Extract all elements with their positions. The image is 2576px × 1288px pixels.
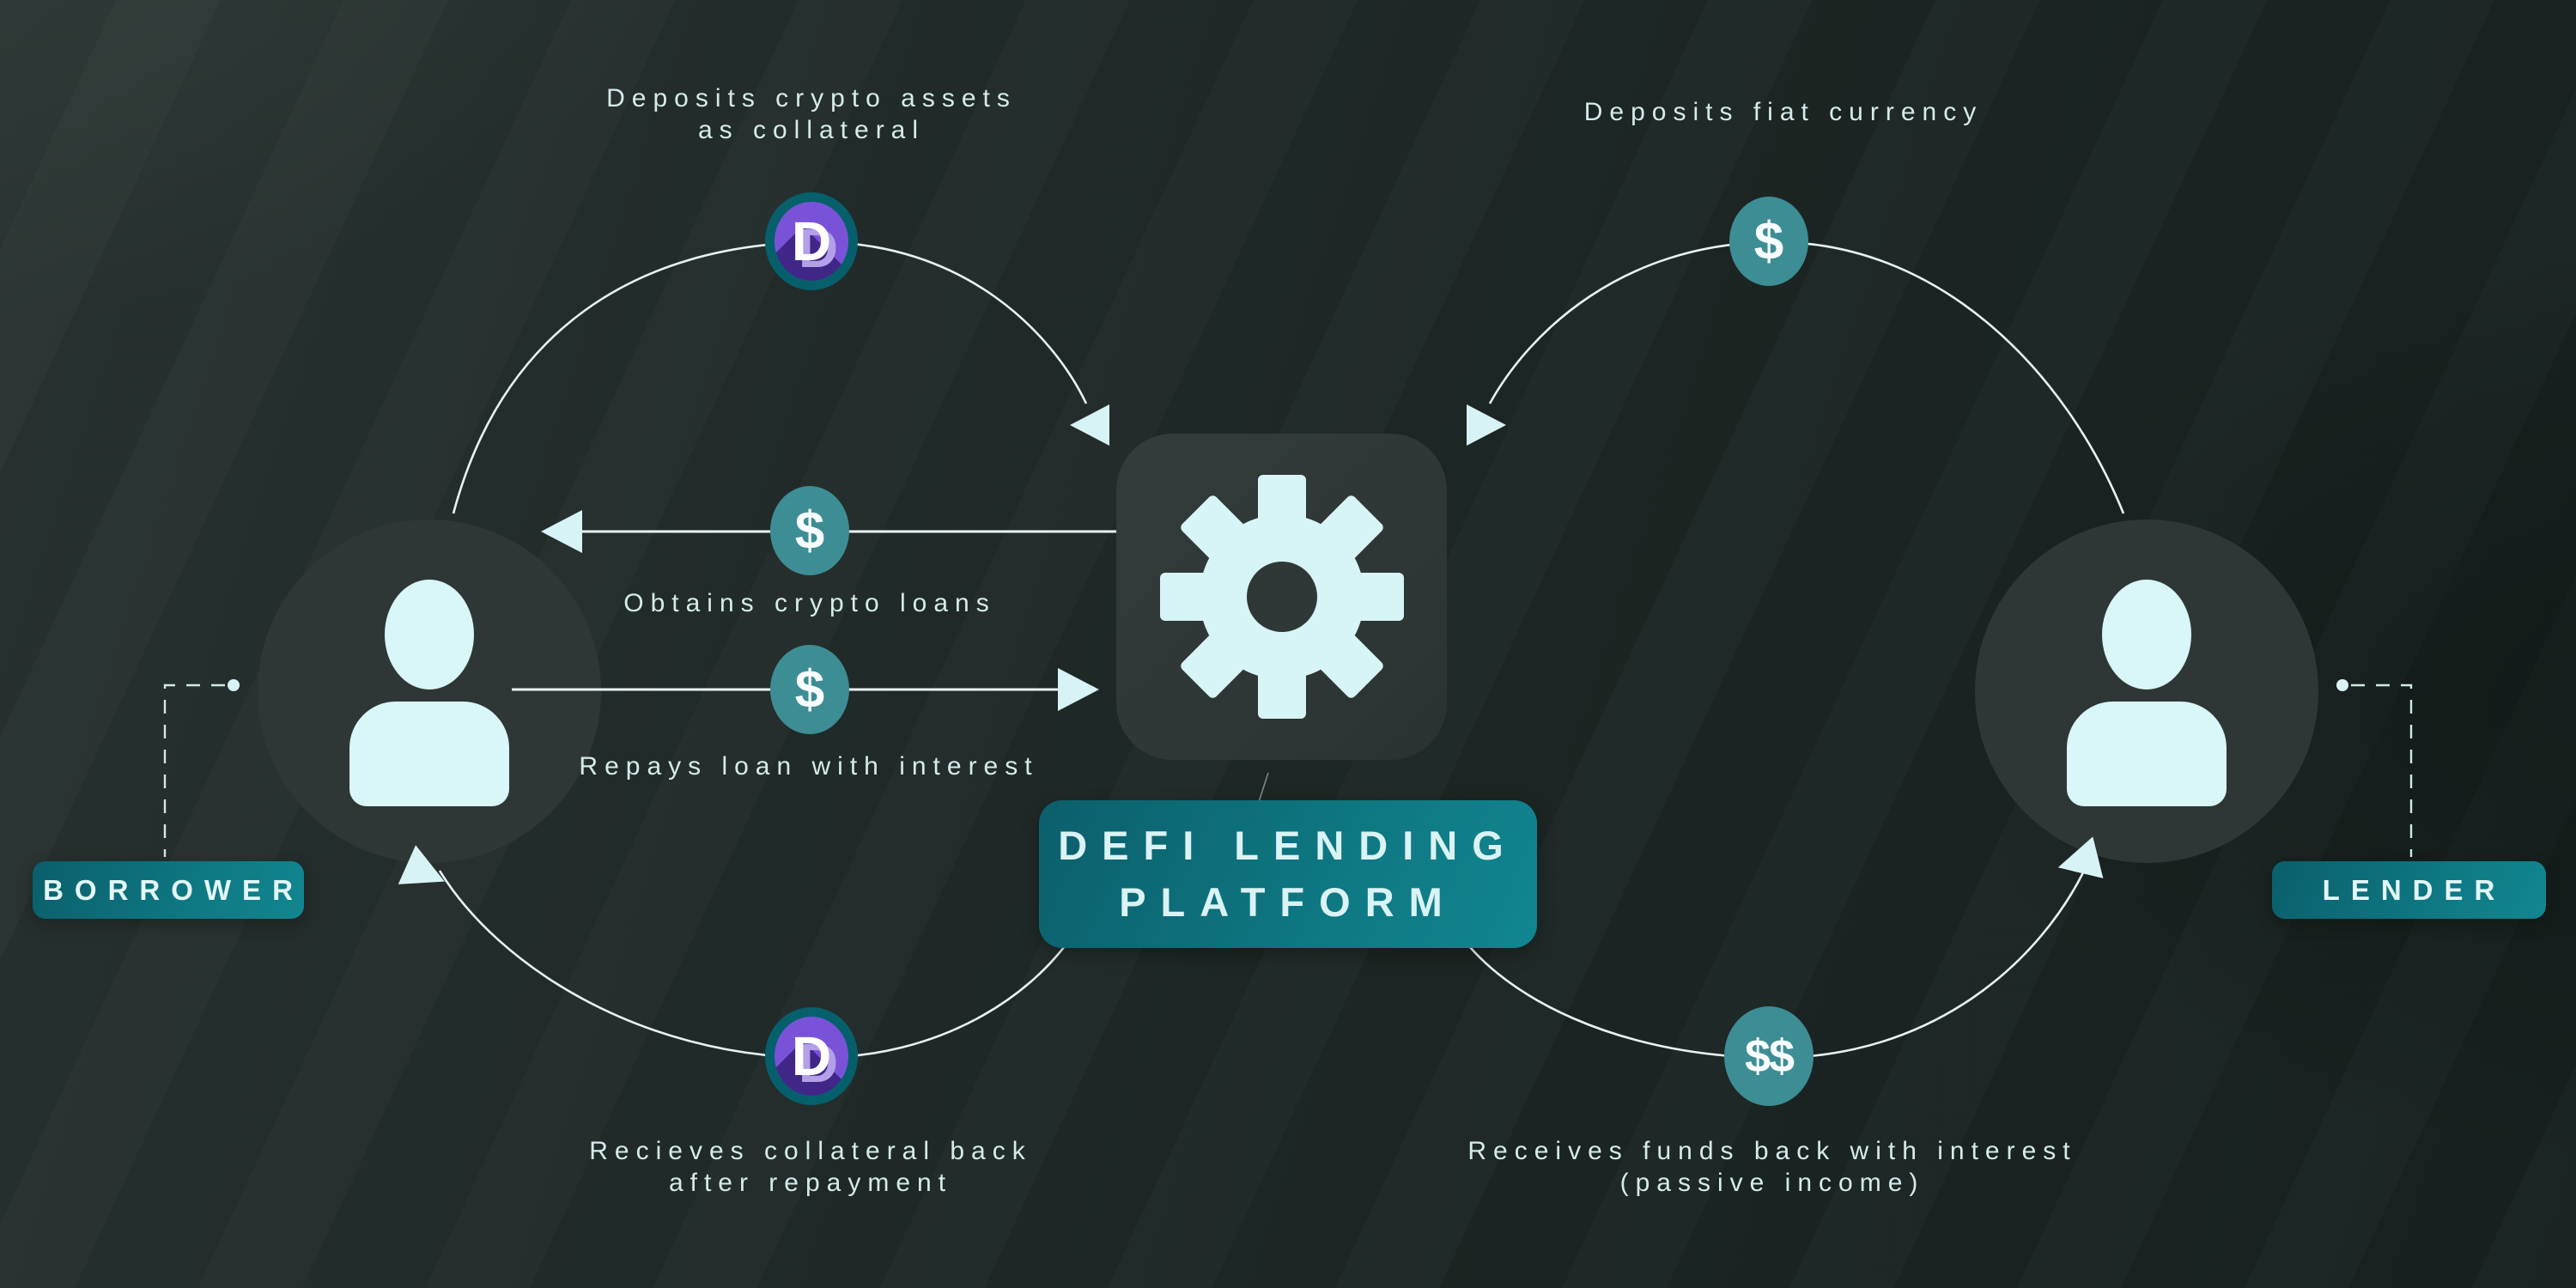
dollar-glyph: $	[794, 501, 825, 561]
lender-label: LENDER	[2322, 873, 2506, 906]
label-deposit-fiat: Deposits fiat currency	[1583, 98, 1984, 126]
borrower-node-circle	[258, 519, 601, 863]
dollar-coin-icon: $	[1729, 197, 1808, 286]
borrower-connector	[163, 683, 225, 857]
platform-gear-box	[1116, 434, 1447, 760]
gear-icon	[1159, 475, 1404, 719]
connector-dot-icon	[228, 679, 240, 691]
label-obtain-loans: Obtains crypto loans	[623, 589, 996, 617]
platform-title-box: DEFI LENDING PLATFORM	[1039, 800, 1537, 948]
double-dollar-glyph: $$	[1744, 1030, 1795, 1082]
double-dollar-coin-icon: $$	[1724, 1006, 1814, 1106]
arrowhead-icon	[1467, 404, 1506, 446]
arc-receive-collateral	[438, 870, 1075, 1060]
borrower-badge: BORROWER	[33, 861, 304, 919]
platform-title: DEFI LENDING PLATFORM	[1058, 823, 1518, 925]
dollar-coin-icon: $	[770, 486, 849, 575]
crypto-coin-face: D D	[775, 202, 848, 281]
dollar-coin-icon: $	[770, 645, 849, 734]
crypto-coin-glyph: D	[791, 210, 832, 272]
dollar-glyph: $	[794, 659, 825, 720]
crypto-coin-glyph: D	[791, 1025, 832, 1087]
person-head-icon	[385, 580, 474, 690]
arrowhead-icon	[398, 845, 445, 884]
crypto-coin-face: D D	[775, 1017, 848, 1096]
crypto-coin-echo-glyph: D	[798, 217, 839, 279]
label-receive-collateral: Recieves collateral back after repayment	[589, 1137, 1032, 1197]
arc-deposit-collateral	[452, 240, 1088, 514]
crypto-coin-icon: D D	[765, 1007, 858, 1105]
dollar-glyph: $	[1753, 211, 1784, 271]
arc-deposit-fiat	[1488, 240, 2125, 514]
lender-badge: LENDER	[2272, 861, 2546, 919]
crypto-coin-echo-glyph: D	[798, 1032, 839, 1094]
label-deposit-collateral: Deposits crypto assets as collateral	[606, 84, 1017, 144]
borrower-label: BORROWER	[43, 873, 304, 906]
person-body-icon	[349, 702, 509, 806]
arrowhead-icon	[1058, 668, 1099, 711]
arrowhead-icon	[541, 510, 582, 553]
person-body-icon	[2067, 702, 2227, 806]
arrowhead-icon	[1070, 404, 1109, 446]
lender-connector	[2351, 683, 2413, 857]
crypto-coin-icon: D D	[765, 192, 858, 290]
arrowhead-icon	[2057, 836, 2104, 878]
person-head-icon	[2102, 580, 2191, 690]
connector-dot-icon	[2336, 679, 2348, 691]
label-receive-funds: Receives funds back with interest (passi…	[1467, 1137, 2077, 1197]
label-repay-loan: Repays loan with interest	[579, 752, 1039, 781]
lender-node-circle	[1975, 519, 2318, 863]
